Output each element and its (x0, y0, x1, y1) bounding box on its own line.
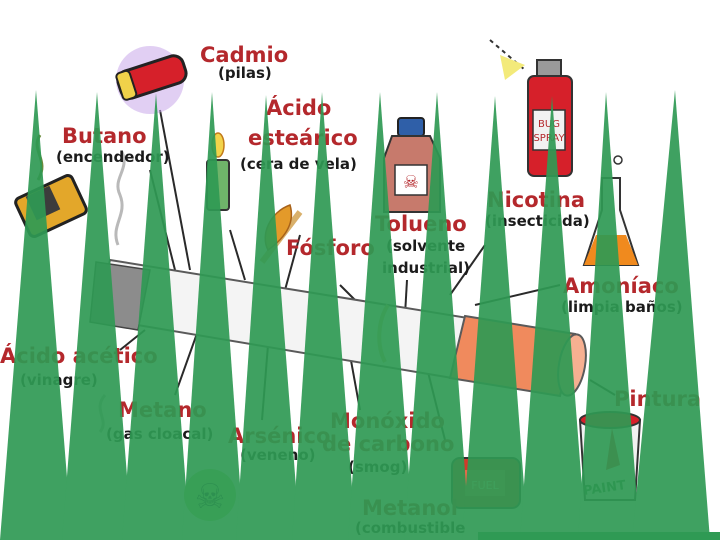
label-acido-acetico: Ácido acético (0, 344, 158, 368)
label-metanol: Metanol (362, 496, 458, 520)
note-arsenico: (veneno) (240, 446, 316, 464)
note-tolueno-1: (solvente (386, 237, 466, 255)
note-acido-estearico: (cera de vela) (240, 155, 357, 173)
note-metano: (gas cloacal) (106, 425, 214, 443)
paint-can-icon: PAINT (578, 411, 642, 501)
note-tolueno-2: industrial) (382, 259, 470, 277)
candle-icon (206, 132, 230, 211)
note-amoniaco: (limpia baños) (561, 298, 683, 316)
label-tolueno: Tolueno (375, 212, 467, 236)
solvent-bottle-icon: ☠ (383, 117, 441, 213)
label-arsenico: Arsénico (228, 424, 331, 448)
leader-line-acido-estearico (229, 229, 246, 281)
label-acido-estearico-1: Ácido (266, 96, 332, 120)
label-acido-estearico-2: esteárico (248, 126, 358, 150)
cigarette (89, 258, 587, 398)
leader-line-amoniaco (474, 284, 561, 306)
label-fosforo: Fósforo (286, 236, 375, 260)
note-monoxido: (smog) (348, 458, 408, 476)
label-amoniaco: Amoníaco (563, 274, 679, 298)
spray-label-2: SPRAY (533, 133, 565, 144)
poison-icon: ☠ (184, 469, 236, 521)
leader-line-arsenico (261, 344, 269, 421)
battery-icon (115, 46, 188, 114)
leader-line-pintura (589, 379, 616, 396)
fuel-can-icon: FUEL (451, 457, 521, 509)
label-nicotina: Nicotina (487, 188, 586, 212)
svg-text:☠: ☠ (403, 172, 419, 193)
note-acido-acetico: (vinagre) (20, 371, 98, 389)
bottom-bar (478, 532, 720, 540)
label-cadmio: Cadmio (200, 43, 289, 67)
flask-icon (582, 155, 640, 266)
leader-line-butano (149, 169, 176, 271)
bug-spray-icon: BUG SPRAY (489, 39, 573, 177)
note-metanol: (combustible (355, 519, 466, 537)
spray-label-1: BUG (538, 119, 560, 130)
note-nicotina: (insecticida) (485, 212, 590, 230)
label-pintura: Pintura (614, 387, 702, 411)
note-butano: (encendedor) (56, 148, 170, 166)
label-butano: Butano (62, 124, 147, 148)
leader-line-cadmio (159, 109, 191, 271)
label-monoxido-1: Monóxido (330, 409, 445, 433)
svg-text:☠: ☠ (195, 477, 225, 517)
label-monoxido-2: de carbono (322, 432, 455, 456)
cigarette-filter (448, 314, 577, 398)
fuel-label: FUEL (471, 479, 499, 492)
note-cadmio: (pilas) (218, 64, 272, 82)
label-metano: Metano (118, 398, 207, 422)
fumes-icon (98, 394, 107, 433)
